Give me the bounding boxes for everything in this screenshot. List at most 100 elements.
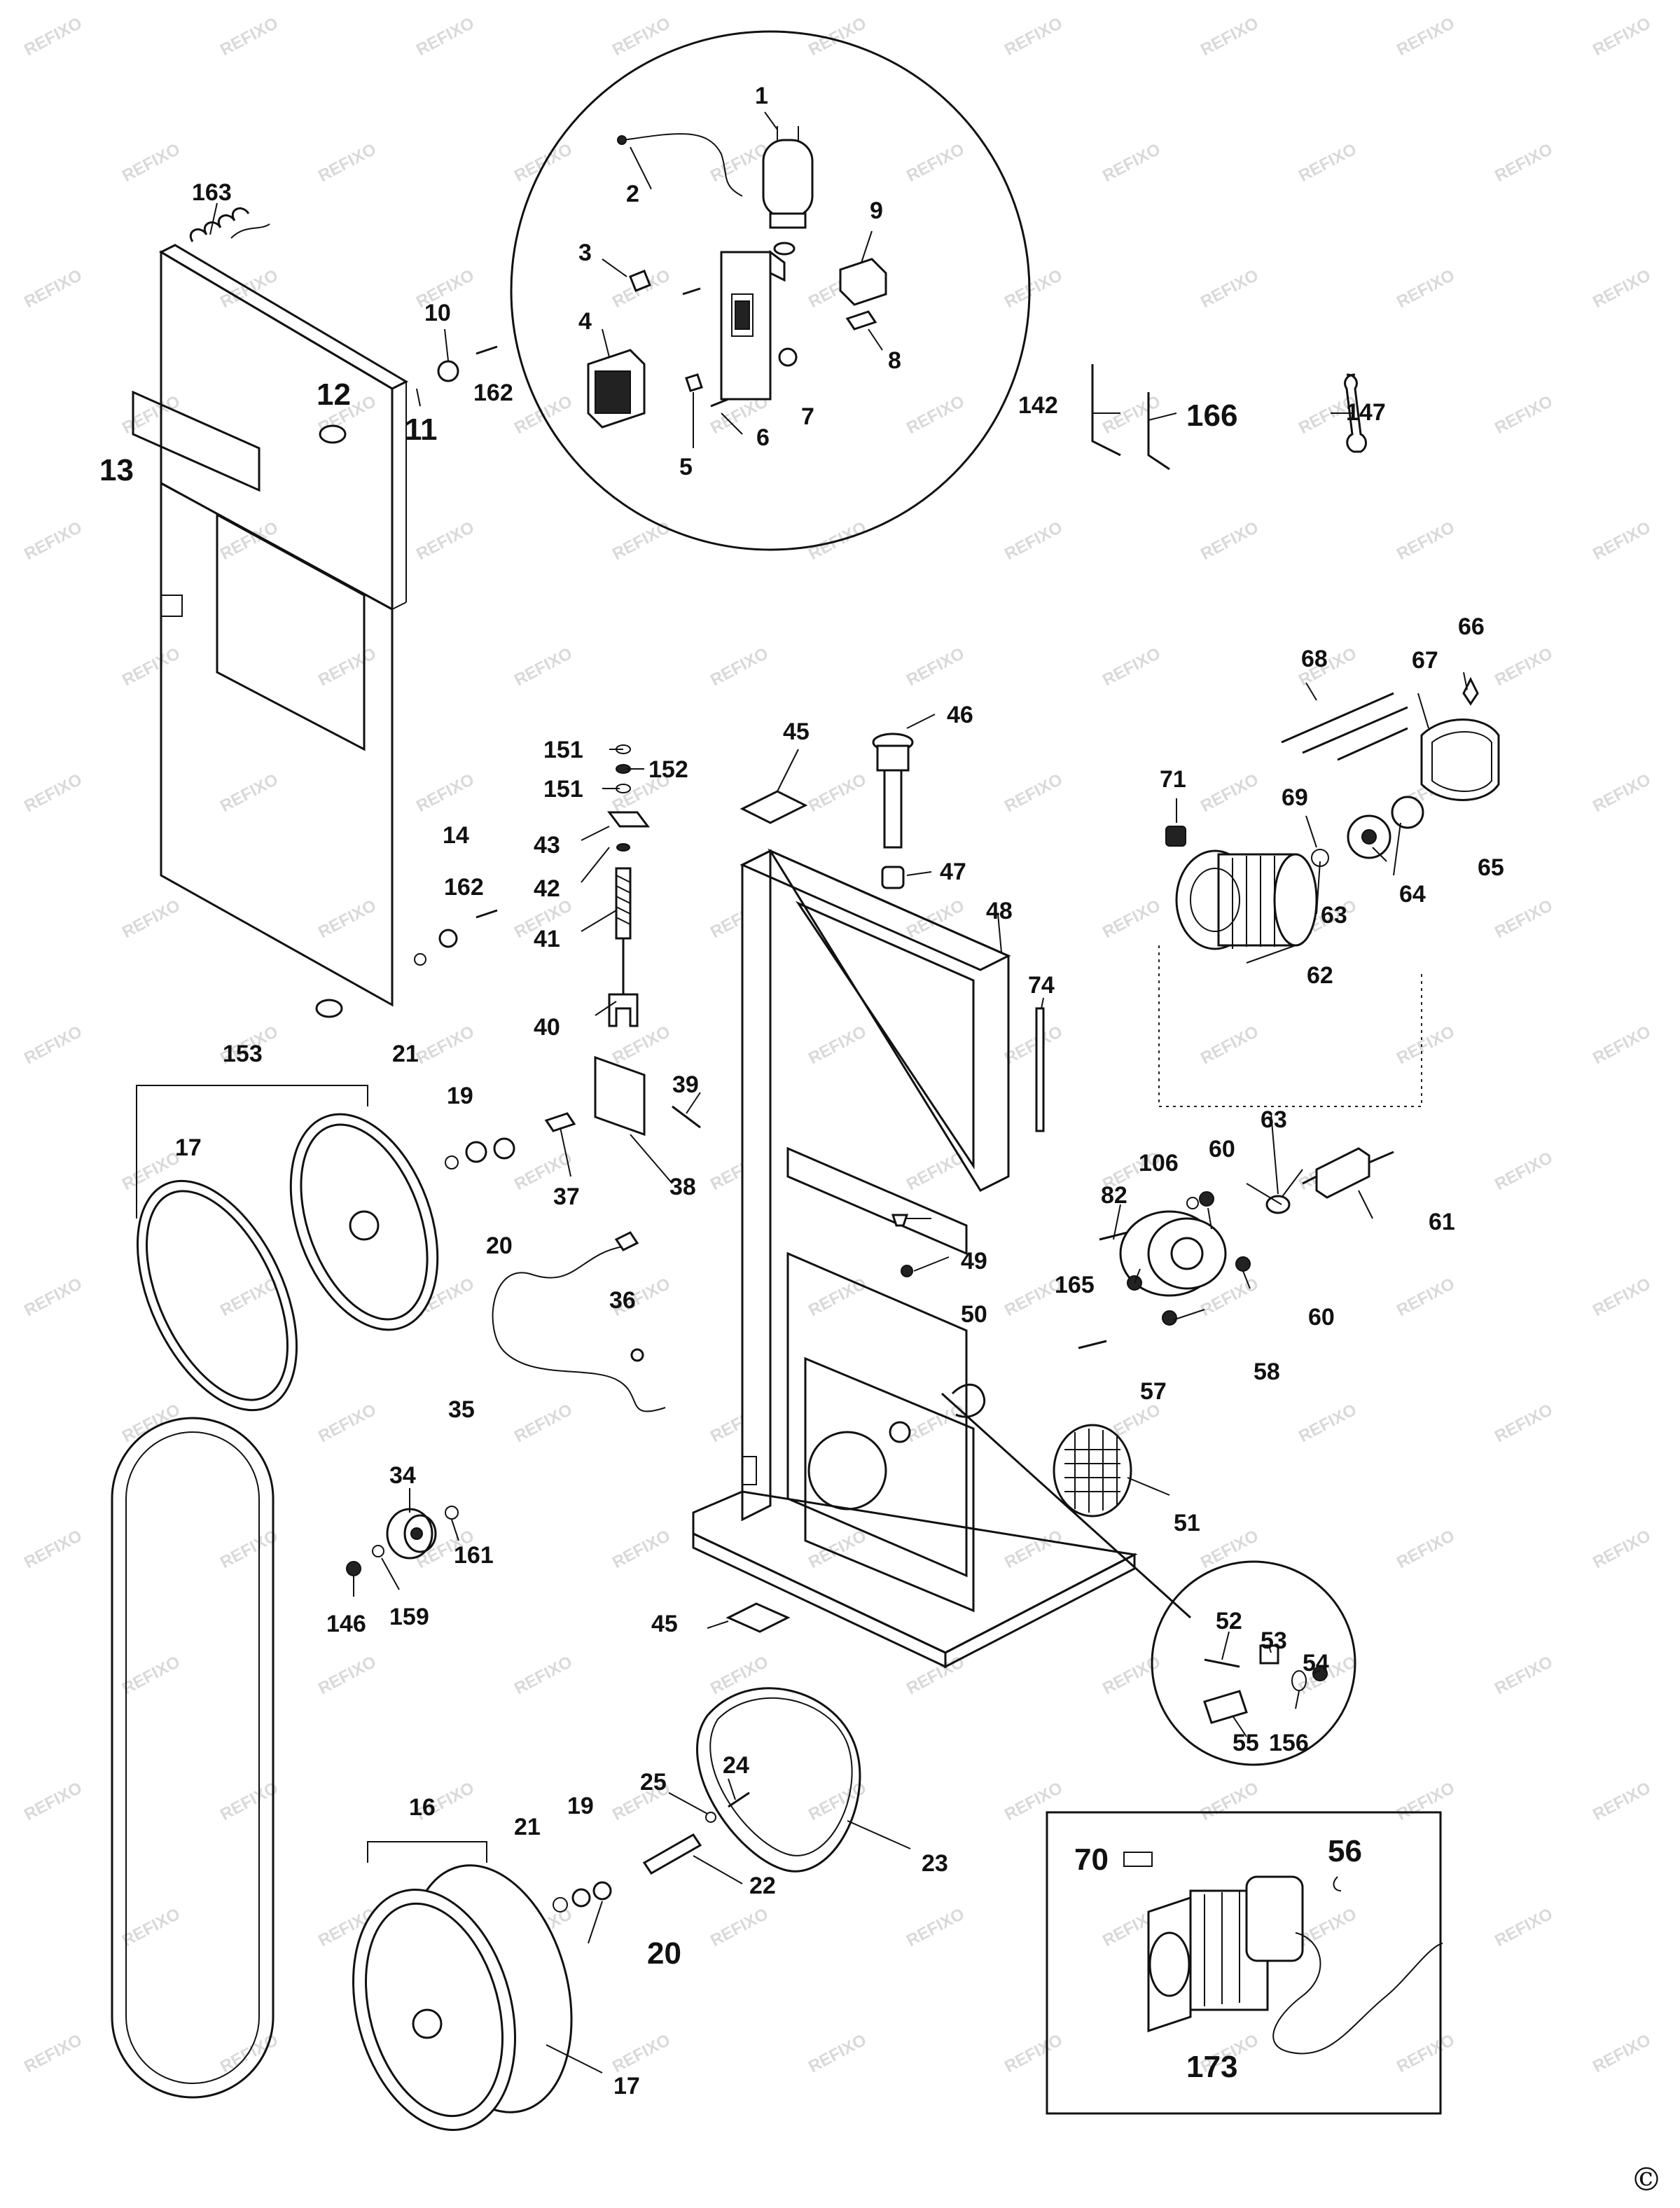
watermark-text: REFIXO: [1394, 266, 1458, 312]
watermark-text: REFIXO: [609, 1022, 674, 1069]
watermark-text: REFIXO: [1394, 1275, 1458, 1321]
watermark-text: REFIXO: [1590, 1275, 1654, 1321]
part-label-151-bottom: 151: [543, 776, 583, 803]
watermark-text: REFIXO: [1492, 1905, 1556, 1951]
part-label-42: 42: [534, 875, 560, 902]
watermark-text: REFIXO: [21, 14, 85, 60]
part-label-162-upper: 162: [473, 380, 513, 406]
part-label-45-upper: 45: [783, 718, 810, 745]
watermark-text: REFIXO: [1590, 1022, 1654, 1069]
part-label-147: 147: [1346, 399, 1386, 426]
watermark-text: REFIXO: [1099, 392, 1164, 438]
watermark-text: REFIXO: [1197, 266, 1262, 312]
part-label-54: 54: [1303, 1650, 1329, 1676]
watermark-text: REFIXO: [805, 14, 870, 60]
watermark-text: REFIXO: [413, 770, 478, 817]
part-label-68: 68: [1301, 646, 1328, 672]
watermark-text: REFIXO: [315, 644, 380, 690]
upper-wheel-assembly: [136, 1085, 515, 1412]
part-label-142: 142: [1018, 392, 1058, 419]
part-label-8: 8: [888, 347, 901, 374]
part-label-23: 23: [922, 1850, 948, 1877]
part-label-13: 13: [99, 453, 134, 487]
hex-keys-and-wrench: [1091, 364, 1367, 471]
watermark-text: REFIXO: [805, 770, 870, 817]
part-label-57: 57: [1140, 1378, 1167, 1405]
watermark-text: REFIXO: [21, 1779, 85, 1825]
watermark-text: REFIXO: [1296, 1905, 1360, 1951]
watermark-text: REFIXO: [1001, 1022, 1066, 1069]
part-label-43: 43: [534, 832, 560, 859]
watermark-text: REFIXO: [1394, 14, 1458, 60]
watermark-text: REFIXO: [1394, 1022, 1458, 1069]
part-label-45-lower: 45: [651, 1611, 678, 1637]
part-label-19-lower: 19: [567, 1793, 594, 1819]
part-label-2: 2: [626, 181, 639, 207]
part-label-10: 10: [424, 300, 451, 326]
watermark-text: REFIXO: [1001, 2031, 1066, 2077]
blade-guard-post: [872, 732, 1045, 1277]
watermark-text: REFIXO: [1590, 518, 1654, 564]
part-label-63-lower: 63: [1261, 1106, 1287, 1133]
watermark-text: REFIXO: [1590, 1779, 1654, 1825]
watermark-text: REFIXO: [707, 1653, 772, 1699]
watermark-text: REFIXO: [413, 14, 478, 60]
watermark-text: REFIXO: [1492, 644, 1556, 690]
part-label-22: 22: [749, 1873, 776, 1899]
part-label-48: 48: [986, 898, 1013, 924]
part-label-165: 165: [1055, 1272, 1095, 1298]
watermark-text: REFIXO: [903, 896, 968, 943]
part-label-71: 71: [1160, 766, 1186, 793]
part-label-106: 106: [1139, 1150, 1179, 1176]
part-number-labels: 1 2 3 4 5 6 7 8 9 10 11 12 13 14 16 17 1…: [99, 83, 1504, 2099]
part-label-35: 35: [448, 1396, 475, 1423]
watermark-text: REFIXO: [119, 140, 183, 186]
watermark-text: REFIXO: [1296, 1401, 1360, 1447]
watermark-text: REFIXO: [1590, 2031, 1654, 2077]
watermark-text: REFIXO: [707, 644, 772, 690]
watermark-text: REFIXO: [903, 140, 968, 186]
watermark-text: REFIXO: [119, 644, 183, 690]
part-label-17-lower: 17: [613, 2073, 640, 2099]
watermark-text: REFIXO: [903, 644, 968, 690]
part-label-56: 56: [1328, 1834, 1362, 1868]
watermark-text: REFIXO: [1394, 518, 1458, 564]
brush-inset: [940, 1392, 1356, 1766]
watermark-text: REFIXO: [1492, 896, 1556, 943]
watermark-text: REFIXO: [805, 2031, 870, 2077]
part-label-60-lower: 60: [1308, 1304, 1335, 1331]
watermark-text: REFIXO: [315, 140, 380, 186]
watermark-text: REFIXO: [21, 1275, 85, 1321]
watermark-text: REFIXO: [1099, 644, 1164, 690]
watermark-text: REFIXO: [413, 1022, 478, 1069]
watermark-text: REFIXO: [119, 1653, 183, 1699]
watermark-text: REFIXO: [1197, 14, 1262, 60]
watermark-layer: REFIXO REFIXO REFIXO REFIXO REFIXO REFIXO REFI…: [21, 14, 1654, 2077]
saw-blade-loop: [111, 1417, 275, 2099]
part-label-12: 12: [317, 377, 351, 412]
watermark-text: REFIXO: [1492, 1653, 1556, 1699]
part-label-64: 64: [1399, 881, 1426, 908]
watermark-text: REFIXO: [511, 1653, 576, 1699]
part-label-55: 55: [1233, 1730, 1259, 1756]
part-label-161: 161: [454, 1542, 494, 1569]
watermark-text: REFIXO: [21, 770, 85, 817]
part-label-17-upper: 17: [175, 1134, 202, 1161]
part-label-50: 50: [961, 1301, 987, 1328]
part-label-60-upper: 60: [1209, 1136, 1235, 1162]
part-label-14: 14: [443, 822, 469, 849]
watermark-text: REFIXO: [609, 2031, 674, 2077]
watermark-text: REFIXO: [217, 770, 282, 817]
switch-assembly-inset: [510, 30, 1031, 551]
part-label-39: 39: [672, 1071, 699, 1098]
part-label-173: 173: [1186, 2050, 1237, 2084]
watermark-text: REFIXO: [1001, 1779, 1066, 1825]
part-label-20-upper: 20: [486, 1233, 513, 1259]
part-label-21-lower: 21: [514, 1814, 541, 1840]
part-label-46: 46: [947, 702, 973, 728]
motor-kit-box: [1046, 1811, 1443, 2115]
part-label-52: 52: [1216, 1608, 1242, 1634]
watermark-text: REFIXO: [805, 1527, 870, 1573]
watermark-text: REFIXO: [1394, 2031, 1458, 2077]
